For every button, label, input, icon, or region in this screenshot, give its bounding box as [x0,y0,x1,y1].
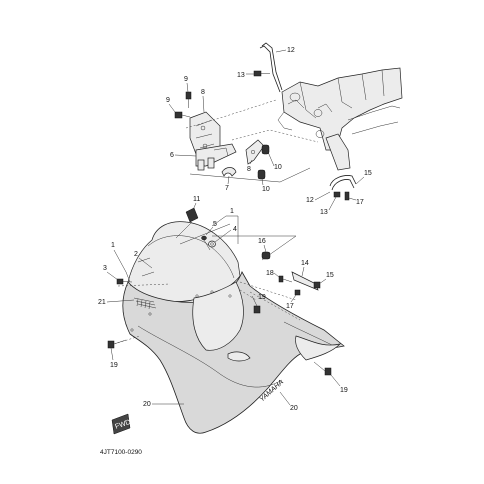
callout-12-lower: 12 [306,197,314,204]
callout-7: 7 [225,185,229,192]
nut-4 [208,240,216,248]
bracket-14 [291,271,319,291]
stay-rod-lower [329,175,357,201]
bolt-13-upper [253,70,270,77]
bolt-9-a [185,91,192,108]
callout-10-a: 10 [274,164,282,171]
callout-19-center: 19 [258,294,266,301]
collar-15 [313,281,321,289]
bolt-3 [116,278,133,285]
callout-12-upper: 12 [287,47,295,54]
callout-4: 4 [233,226,237,233]
callout-1-upper: 1 [230,208,234,215]
bolt-9-b [174,111,191,119]
clip-7 [221,167,237,177]
callout-labels: 12 13 9 9 8 6 7 10 8 10 15 12 13 17 11 1… [98,47,372,412]
callout-17-upper: 17 [356,199,364,206]
grommet-10-b [257,169,266,180]
callout-18: 18 [266,270,274,277]
callout-21: 21 [98,299,106,306]
screw-18 [278,275,293,283]
bolt-19-b [251,295,261,314]
callout-8-a: 8 [201,89,205,96]
callout-13-lower: 13 [320,209,328,216]
callout-20-left: 20 [143,401,151,408]
callout-10-b: 10 [262,186,270,193]
callout-16: 16 [258,238,266,245]
callout-8-b: 8 [247,166,251,173]
bracket-8-lower [245,139,265,165]
front-cowling [122,271,345,434]
duct-21 [133,297,157,310]
frame-assembly [277,67,403,171]
callout-2: 2 [134,251,138,258]
grommet-10-a [261,144,270,155]
callout-5: 5 [213,221,217,228]
clip-11 [175,207,199,239]
callout-19-left: 19 [110,362,118,369]
callout-17-lower: 17 [286,303,294,310]
stay-rod-upper [259,42,283,93]
callout-6: 6 [170,152,174,159]
callout-15-upper: 15 [364,170,372,177]
screw-17 [294,289,301,296]
screw-5 [201,235,211,251]
callout-15-lower: 15 [326,272,334,279]
stay-6 [195,143,237,171]
callout-1-lower: 1 [111,242,115,249]
callout-9-a: 9 [184,76,188,83]
callout-11: 11 [193,196,200,203]
part-code: 4JT7100-0290 [100,449,142,456]
forward-direction-icon: FWD [111,413,132,435]
callout-14: 14 [301,260,309,267]
callout-19-right: 19 [340,387,348,394]
callout-13-upper: 13 [237,72,245,79]
bolt-19-c [313,361,332,376]
callout-20-right: 20 [290,405,298,412]
callout-3: 3 [103,265,107,272]
callout-9-b: 9 [166,97,170,104]
